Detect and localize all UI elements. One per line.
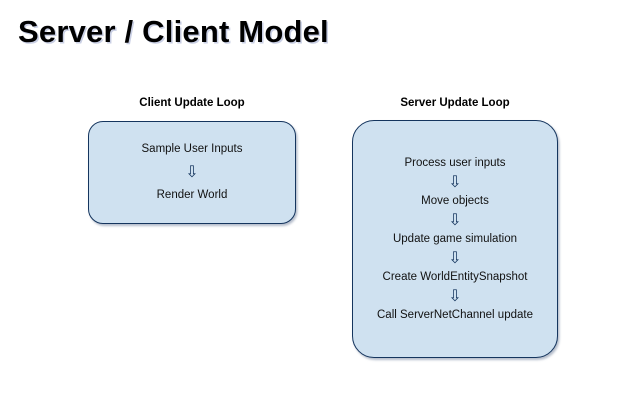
- server-update-loop-box: Process user inputs ⇩ Move objects ⇩ Upd…: [352, 120, 558, 358]
- down-arrow-icon: ⇩: [448, 173, 462, 191]
- server-step-5-label: Call ServerNetChannel update: [377, 308, 533, 321]
- page-title: Server / Client Model: [18, 14, 329, 49]
- server-step-4-label: Create WorldEntitySnapshot: [382, 270, 528, 283]
- server-loop-heading: Server Update Loop: [400, 97, 510, 109]
- server-step-3-label: Update game simulation: [392, 232, 517, 245]
- down-arrow-icon: ⇩: [448, 211, 462, 229]
- down-arrow-icon: ⇩: [448, 287, 462, 305]
- server-step-list: Process user inputs ⇩ Move objects ⇩ Upd…: [377, 156, 533, 323]
- client-step-list: Sample User Inputs ⇩ Render World: [142, 142, 243, 203]
- client-step-1-label: Sample User Inputs: [141, 143, 243, 155]
- client-step-2-label: Render World: [156, 189, 228, 201]
- down-arrow-icon: ⇩: [448, 249, 462, 267]
- server-step-2-label: Move objects: [421, 194, 489, 207]
- client-loop-heading: Client Update Loop: [139, 97, 245, 109]
- server-step-1-label: Process user inputs: [404, 156, 506, 169]
- down-arrow-icon: ⇩: [185, 164, 199, 181]
- client-update-loop-box: Sample User Inputs ⇩ Render World: [88, 121, 296, 224]
